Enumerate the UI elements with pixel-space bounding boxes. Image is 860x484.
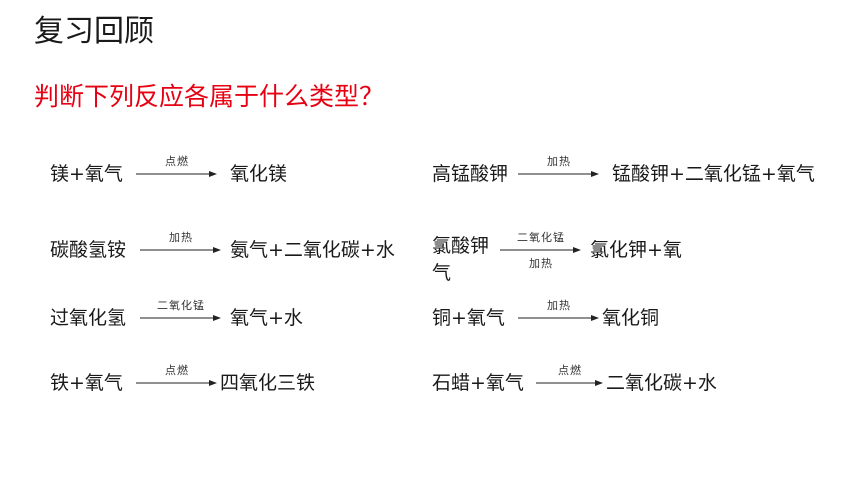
- reaction-hydrogen-peroxide: 过氧化氢 二氧化锰 氧气+水: [50, 299, 370, 333]
- reactants: 过氧化氢: [50, 307, 127, 329]
- reactants: 碳酸氢铵: [50, 239, 127, 261]
- reaction-copper-oxygen: 铜+氧气 加热 氧化铜: [432, 299, 752, 333]
- reaction-arrow: 二氧化锰 加热: [500, 231, 582, 270]
- reaction-potassium-permanganate: 高锰酸钾 加热 锰酸钾+二氧化锰+氧气: [432, 155, 852, 189]
- slide-title: 复习回顾: [34, 14, 154, 49]
- reaction-arrow: 点燃: [136, 155, 218, 189]
- reaction-magnesium-oxygen: 镁+氧气 点燃 氧化镁: [50, 155, 380, 189]
- products: 氧化铜: [602, 307, 660, 329]
- reactants: 铁+氧气: [50, 372, 123, 394]
- reactants: 镁+氧气: [50, 163, 123, 185]
- reaction-arrow: 点燃: [136, 364, 218, 398]
- condition-above: 二氧化锰: [157, 299, 205, 312]
- condition-above: 加热: [547, 299, 571, 312]
- reaction-paraffin-oxygen: 石蜡+氧气 点燃 二氧化碳+水: [432, 364, 792, 398]
- reactants: 高锰酸钾: [432, 163, 509, 185]
- products: 氯化钾+氧: [590, 239, 682, 261]
- reaction-iron-oxygen: 铁+氧气 点燃 四氧化三铁: [50, 364, 370, 398]
- products: 二氧化碳+水: [606, 372, 717, 394]
- condition-above: 点燃: [165, 364, 189, 377]
- reaction-potassium-chlorate: 氯酸钾气 二氧化锰 加热 氯化钾+氧: [432, 231, 732, 289]
- reaction-ammonium-bicarbonate: 碳酸氢铵 加热 氨气+二氧化碳+水: [50, 231, 420, 265]
- condition-above: 加热: [169, 231, 193, 244]
- question-prompt: 判断下列反应各属于什么类型？: [34, 82, 385, 111]
- reaction-arrow: 加热: [518, 155, 600, 189]
- reaction-arrow: 加热: [140, 231, 222, 265]
- reaction-arrow: 点燃: [536, 364, 604, 398]
- reactants: 铜+氧气: [432, 307, 505, 329]
- condition-above: 点燃: [558, 364, 582, 377]
- condition-below: 加热: [529, 257, 553, 270]
- reaction-arrow: 二氧化锰: [140, 299, 222, 333]
- reaction-arrow: 加热: [518, 299, 600, 333]
- reactants: 氯酸钾气: [432, 235, 490, 284]
- reactants: 石蜡+氧气: [432, 372, 524, 394]
- products: 氧化镁: [230, 163, 288, 185]
- products: 氧气+水: [230, 307, 303, 329]
- products: 四氧化三铁: [220, 372, 316, 394]
- products: 锰酸钾+二氧化锰+氧气: [612, 163, 815, 185]
- products: 氨气+二氧化碳+水: [230, 239, 395, 261]
- condition-above: 点燃: [165, 155, 189, 168]
- condition-above: 加热: [547, 155, 571, 168]
- condition-above: 二氧化锰: [517, 231, 565, 244]
